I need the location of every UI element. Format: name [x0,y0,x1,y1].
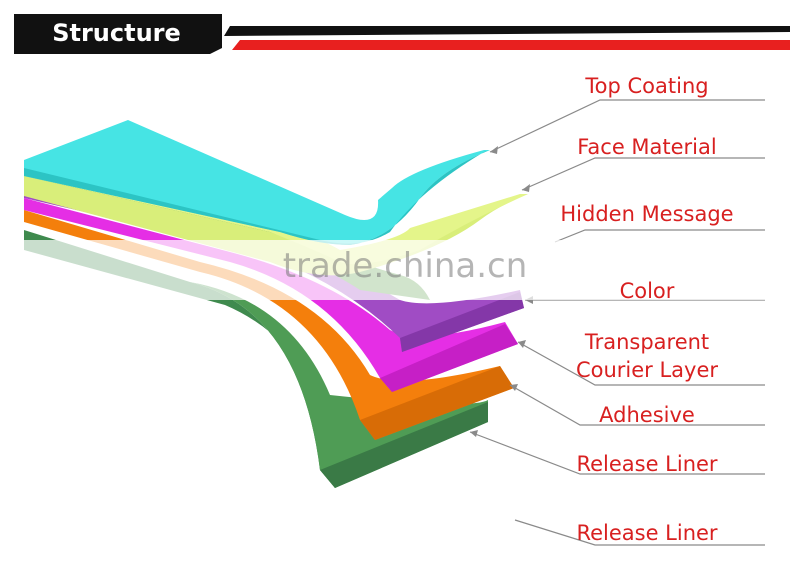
transparent-courier-layer [24,198,518,392]
color-layer [24,186,524,352]
label-release-liner-2: Release Liner [576,521,718,545]
label-transparent: Transparent [584,330,710,354]
label-release-liner-1: Release Liner [576,452,718,476]
header-red-stripe [232,40,790,50]
watermark-band [0,240,800,300]
label-color: Color [619,279,675,303]
leader-line-transparent-courier [517,341,765,386]
label-adhesive: Adhesive [599,403,695,427]
label-hidden-message: Hidden Message [560,202,734,226]
leader-line-face-material [521,157,765,191]
header-black-stripe [224,26,790,36]
top-coating-layer [24,120,490,245]
leader-line-release-liner-1 [469,431,765,475]
leader-line-hidden-message [554,229,765,243]
watermark-text: trade.china.cn [282,246,528,286]
label-top-coating: Top Coating [585,74,709,98]
page-title: Structure [52,19,181,47]
leader-line-release-liner-2 [514,519,765,546]
leader-lines [469,99,765,546]
leader-line-adhesive [509,384,765,426]
header-title-box [14,14,222,54]
header-banner [14,14,790,54]
label-courier-layer: Courier Layer [575,358,719,382]
label-face-material: Face Material [577,135,717,159]
leader-line-top-coating [489,99,765,153]
leader-arrows [470,146,533,437]
